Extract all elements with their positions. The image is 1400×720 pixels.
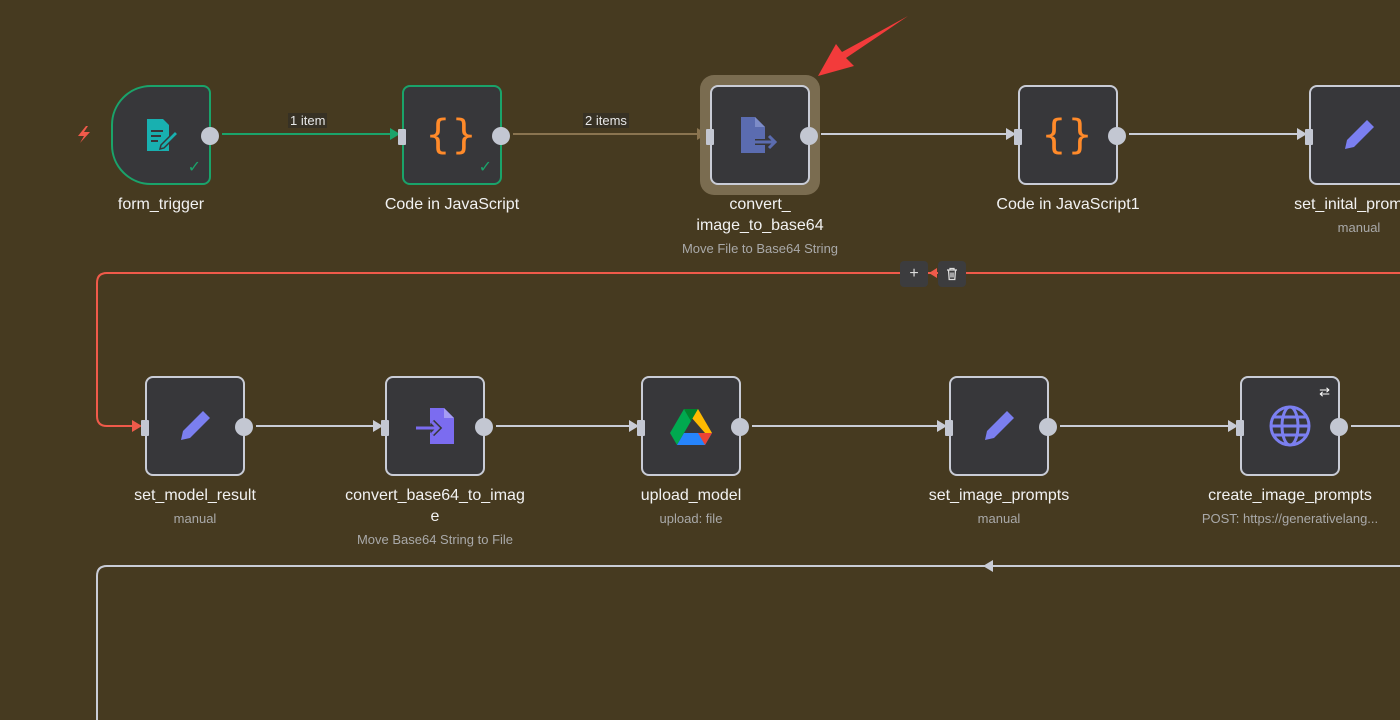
node-code-in-javascript[interactable]: {} ✓ [398,85,510,185]
input-port[interactable] [1305,129,1313,145]
annotation-arrow [818,16,908,76]
node-name: Code in JavaScript [384,196,520,213]
node-form-trigger[interactable]: ✓ [111,85,219,185]
pencil-icon [181,411,210,440]
node-name-line: convert_ [729,196,791,213]
code-braces-icon: {} [1041,112,1095,158]
node-set-image-prompts[interactable] [945,376,1057,476]
node-subtitle: manual [977,511,1021,526]
output-port[interactable] [492,127,510,145]
edge-bottom-loop [96,565,1400,720]
node-name-line: e [430,508,440,525]
globe-icon [1269,405,1311,447]
trash-icon [947,267,957,281]
node-name: set_model_result [134,487,256,504]
output-port[interactable] [1108,127,1126,145]
add-node-button[interactable]: + [900,261,928,287]
output-port[interactable] [235,418,253,436]
edge-label-2-items: 2 items [583,113,629,128]
node-subtitle: Move File to Base64 String [681,241,839,256]
node-name: Code in JavaScript1 [996,196,1140,213]
node-upload-model[interactable] [637,376,749,476]
code-braces-icon: {} [425,112,479,158]
output-port[interactable] [800,127,818,145]
node-subtitle: POST: https://generativelang... [1201,511,1379,526]
node-code-in-javascript1[interactable]: {} [1014,85,1126,185]
input-port[interactable] [945,420,953,436]
success-check-icon: ✓ [478,159,492,176]
output-port[interactable] [1330,418,1348,436]
file-import-icon [416,408,454,444]
node-name: set_inital_prompts [1294,196,1400,213]
input-port[interactable] [1236,420,1244,436]
node-subtitle: manual [1337,220,1381,235]
output-port[interactable] [731,418,749,436]
file-export-icon [741,117,780,153]
output-port[interactable] [201,127,219,145]
form-icon [147,119,180,151]
node-convert-base64-to-image[interactable] [381,376,493,476]
edge-label-1-item: 1 item [288,113,328,128]
node-subtitle: upload: file [659,511,723,526]
pencil-icon [1345,120,1374,149]
input-port[interactable] [1014,129,1022,145]
node-convert-image-to-base64[interactable] [706,85,818,185]
node-name-line: image_to_base64 [696,217,824,234]
input-port[interactable] [141,420,149,436]
node-subtitle: manual [173,511,217,526]
retry-icon: ⇄ [1319,384,1330,399]
node-name: set_image_prompts [928,487,1070,504]
output-port[interactable] [1039,418,1057,436]
google-drive-icon [670,409,712,445]
node-name: form_trigger [117,196,205,213]
pencil-icon [985,411,1014,440]
output-port[interactable] [475,418,493,436]
input-port[interactable] [637,420,645,436]
input-port[interactable] [398,129,406,145]
success-check-icon: ✓ [187,159,201,176]
trigger-bolt-icon [78,126,90,143]
node-name: upload_model [640,487,742,504]
node-set-initial-prompts[interactable] [1305,85,1400,185]
input-port[interactable] [706,129,714,145]
node-subtitle: Move Base64 String to File [356,532,514,547]
node-name: convert_ image_to_base64 [640,194,880,236]
node-name-line: convert_base64_to_imag [345,487,525,504]
node-name: create_image_prompts [1208,487,1372,504]
input-port[interactable] [381,420,389,436]
delete-connection-button[interactable] [938,261,966,287]
node-set-model-result[interactable] [141,376,253,476]
edge-loop-red [96,272,1400,427]
node-create-image-prompts[interactable]: ⇄ [1236,376,1348,476]
